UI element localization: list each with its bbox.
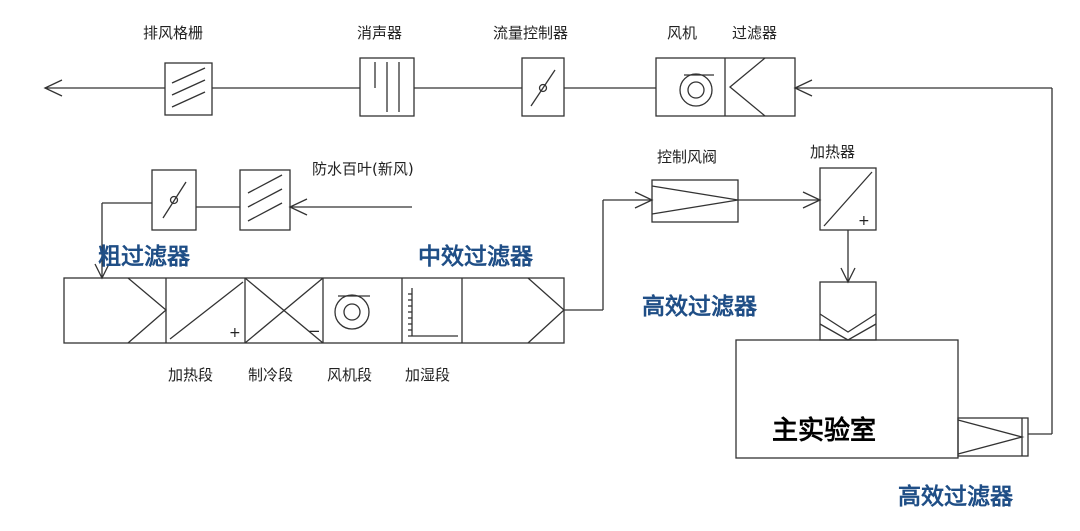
label-louver: 防水百叶(新风) bbox=[312, 160, 414, 178]
exhaust-hepa-filter bbox=[957, 417, 1052, 457]
louver bbox=[239, 169, 291, 231]
exhaust-duct bbox=[43, 79, 1053, 434]
flow-controller bbox=[521, 57, 565, 117]
label-coarse-filter: 粗过滤器 bbox=[98, 244, 190, 270]
label-humidify-section: 加湿段 bbox=[405, 366, 451, 384]
label-cooling-section: 制冷段 bbox=[248, 366, 294, 384]
supply-hepa-filter bbox=[819, 281, 877, 341]
label-control-damper: 控制风阀 bbox=[657, 148, 718, 166]
reheater bbox=[819, 167, 877, 231]
fresh-air-damper bbox=[151, 169, 197, 231]
heating-plus-sign: + bbox=[229, 325, 241, 341]
cooling-minus-sign: − bbox=[308, 322, 321, 340]
main-lab-room bbox=[735, 339, 959, 459]
label-exhaust-fan: 风机 bbox=[667, 24, 698, 42]
label-reheater: 加热器 bbox=[810, 143, 856, 161]
reheater-plus-sign: + bbox=[858, 213, 870, 229]
label-supply-hepa: 高效过滤器 bbox=[642, 294, 757, 320]
label-heating-section: 加热段 bbox=[168, 366, 214, 384]
label-fan-section: 风机段 bbox=[327, 366, 373, 384]
label-exhaust-filter: 过滤器 bbox=[732, 24, 778, 42]
exhaust-grille bbox=[164, 62, 213, 116]
silencer bbox=[359, 57, 415, 117]
label-exhaust-grille: 排风格栅 bbox=[143, 24, 204, 42]
control-damper bbox=[651, 179, 739, 223]
label-silencer: 消声器 bbox=[357, 24, 403, 42]
label-flow-controller: 流量控制器 bbox=[493, 24, 569, 42]
label-exhaust-hepa: 高效过滤器 bbox=[898, 484, 1013, 510]
label-medium-filter: 中效过滤器 bbox=[418, 244, 533, 270]
exhaust-fan-filter bbox=[655, 57, 796, 117]
label-main-lab: 主实验室 bbox=[772, 416, 877, 446]
supply-duct bbox=[564, 191, 856, 311]
